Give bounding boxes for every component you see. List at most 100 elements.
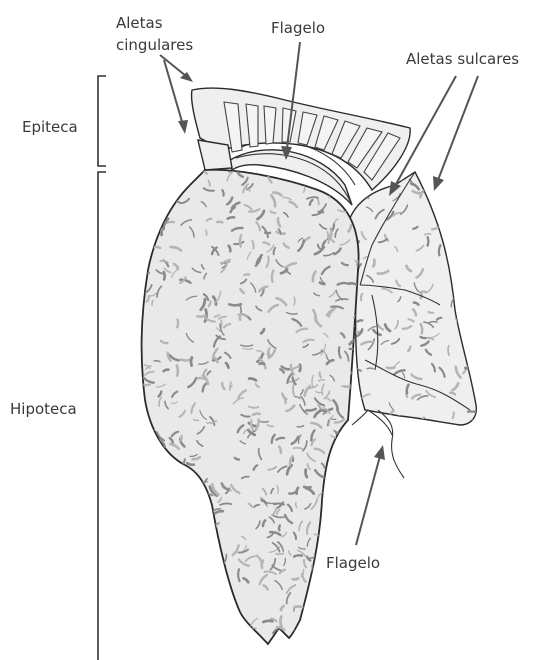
texture-mark (191, 357, 192, 365)
texture-mark (333, 577, 343, 584)
texture-mark (203, 642, 209, 643)
texture-mark (274, 503, 284, 504)
texture-mark (221, 587, 228, 594)
texture-mark (325, 614, 332, 616)
texture-mark (190, 508, 196, 518)
texture-mark (160, 462, 170, 464)
texture-mark (173, 529, 181, 536)
texture-mark (360, 604, 361, 612)
texture-mark (184, 172, 185, 181)
texture-mark (272, 168, 278, 178)
texture-mark (477, 225, 483, 232)
texture-mark (146, 579, 155, 582)
texture-mark (168, 583, 175, 584)
texture-mark (349, 618, 352, 630)
texture-mark (224, 599, 227, 605)
texture-mark (216, 551, 218, 559)
texture-mark (351, 414, 352, 422)
texture-mark (355, 390, 356, 396)
texture-mark (159, 612, 161, 621)
texture-mark (145, 230, 150, 232)
texture-mark (473, 420, 476, 430)
texture-mark (206, 230, 207, 235)
texture-mark (318, 552, 319, 560)
label-flagelo-top: Flagelo (271, 19, 325, 37)
texture-mark (140, 224, 149, 226)
texture-mark (466, 222, 471, 228)
texture-mark (468, 197, 475, 200)
texture-mark (315, 556, 319, 559)
texture-mark (172, 468, 176, 472)
texture-mark (351, 406, 362, 407)
texture-mark (146, 443, 154, 449)
texture-mark (429, 185, 432, 189)
texture-mark (155, 533, 162, 542)
texture-mark (183, 510, 188, 515)
pointer-flagelo-bottom (356, 445, 385, 545)
texture-mark (356, 506, 361, 510)
texture-mark (143, 190, 151, 196)
texture-mark (304, 487, 310, 488)
texture-mark (447, 175, 453, 184)
texture-mark (370, 423, 378, 425)
texture-mark (170, 465, 173, 470)
texture-mark (421, 324, 423, 333)
texture-mark (425, 234, 431, 235)
texture-mark (194, 583, 202, 591)
texture-mark (335, 476, 340, 477)
texture-mark (181, 576, 182, 581)
texture-mark (343, 544, 344, 550)
texture-mark (155, 190, 158, 201)
texture-mark (234, 615, 241, 622)
texture-mark (209, 596, 214, 603)
label-epiteca: Epiteca (22, 118, 78, 136)
texture-mark (276, 553, 284, 554)
texture-mark (143, 430, 154, 433)
texture-mark (193, 571, 194, 582)
texture-mark (171, 487, 176, 492)
pointer-aletas-cingulares (160, 55, 193, 134)
texture-mark (140, 284, 145, 286)
label-aletas-cingulares-line2: cingulares (116, 36, 193, 54)
texture-mark (180, 169, 186, 170)
texture-mark (326, 592, 327, 597)
texture-mark (349, 578, 352, 583)
texture-mark (164, 512, 171, 515)
texture-mark (225, 624, 230, 629)
texture-mark (294, 297, 295, 305)
texture-mark (157, 210, 163, 216)
texture-mark (346, 515, 354, 518)
texture-mark (365, 422, 367, 434)
texture-mark (304, 644, 312, 648)
texture-mark (152, 174, 155, 181)
texture-mark (315, 637, 324, 639)
texture-mark (153, 247, 160, 248)
label-flagelo-bottom: Flagelo (326, 554, 380, 572)
texture-mark (200, 518, 210, 520)
texture-mark (182, 510, 185, 516)
left-fin-flap (198, 140, 232, 170)
texture-mark (358, 464, 365, 468)
texture-mark (294, 555, 302, 556)
texture-mark (151, 206, 157, 210)
texture-mark (420, 292, 426, 293)
texture-mark (145, 261, 146, 270)
texture-mark (187, 170, 190, 175)
texture-mark (347, 501, 353, 503)
texture-mark (166, 222, 174, 223)
texture-mark (173, 530, 179, 536)
texture-mark (317, 626, 328, 627)
texture-mark (144, 449, 146, 455)
texture-mark (453, 215, 459, 217)
texture-mark (135, 567, 146, 569)
texture-mark (137, 605, 141, 611)
texture-mark (306, 470, 307, 477)
texture-mark (240, 235, 241, 246)
texture-mark (444, 227, 446, 239)
texture-mark (376, 424, 381, 427)
texture-mark (168, 177, 170, 184)
texture-mark (157, 470, 164, 476)
texture-mark (141, 429, 144, 439)
texture-mark (157, 518, 169, 521)
texture-mark (139, 398, 143, 403)
